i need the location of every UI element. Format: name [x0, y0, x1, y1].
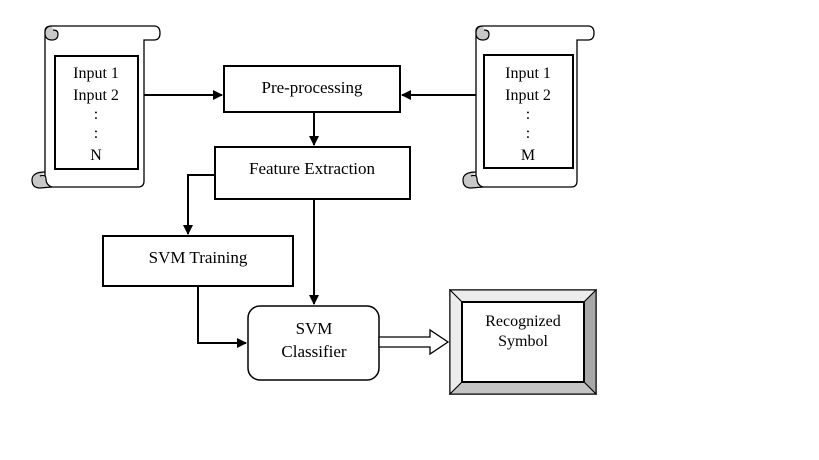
left-input-scroll: Input 1 Input 2 : : N: [31, 25, 161, 189]
recognized-symbol-label-line-2: Symbol: [498, 333, 548, 350]
preprocessing-node: Pre-processing: [223, 65, 401, 113]
feature-extraction-label: Feature Extraction: [249, 159, 376, 178]
svm-classifier-node: SVM Classifier: [247, 305, 380, 381]
right-input-ellipsis-2: :: [526, 125, 530, 142]
feature-extraction-node: Feature Extraction: [214, 146, 411, 200]
bevel-top: [448, 289, 598, 303]
scroll-top-curl: [44, 25, 59, 41]
bevel-bottom: [448, 381, 598, 395]
preprocessing-label: Pre-processing: [261, 78, 363, 97]
right-input-last: M: [521, 147, 535, 164]
left-input-line-1: Input 1: [73, 65, 119, 82]
left-input-line-2: Input 2: [73, 87, 119, 104]
scroll-top-curl: [475, 25, 490, 41]
bevel-right: [583, 288, 597, 396]
svm-classifier-label-line-2: Classifier: [281, 342, 346, 361]
recognized-symbol-label-line-1: Recognized: [485, 313, 561, 330]
svm-classifier-label-line-1: SVM: [296, 319, 333, 338]
svm-training-node: SVM Training: [102, 235, 294, 287]
right-input-line-1: Input 1: [505, 65, 551, 82]
scroll-bottom-curl: [31, 171, 53, 189]
right-input-line-2: Input 2: [505, 87, 551, 104]
scroll-inner-box: [54, 55, 139, 170]
scroll-bottom-curl: [462, 171, 484, 189]
right-input-ellipsis-1: :: [526, 106, 530, 123]
edge-svm-classifier-to-recognized-symbol: [378, 328, 450, 356]
left-input-last: N: [90, 147, 102, 164]
edge-svm-training-to-svm-classifier: [197, 286, 247, 348]
scroll-inner-box: [483, 54, 574, 169]
recognized-symbol-node: Recognized Symbol: [448, 288, 598, 396]
left-input-ellipsis-1: :: [94, 106, 98, 123]
right-input-scroll: Input 1 Input 2 : : M: [462, 25, 595, 189]
svm-training-label: SVM Training: [149, 248, 248, 267]
left-input-ellipsis-2: :: [94, 125, 98, 142]
bevel-left: [449, 288, 463, 396]
edge-feature-extraction-to-svm-training: [183, 174, 215, 235]
